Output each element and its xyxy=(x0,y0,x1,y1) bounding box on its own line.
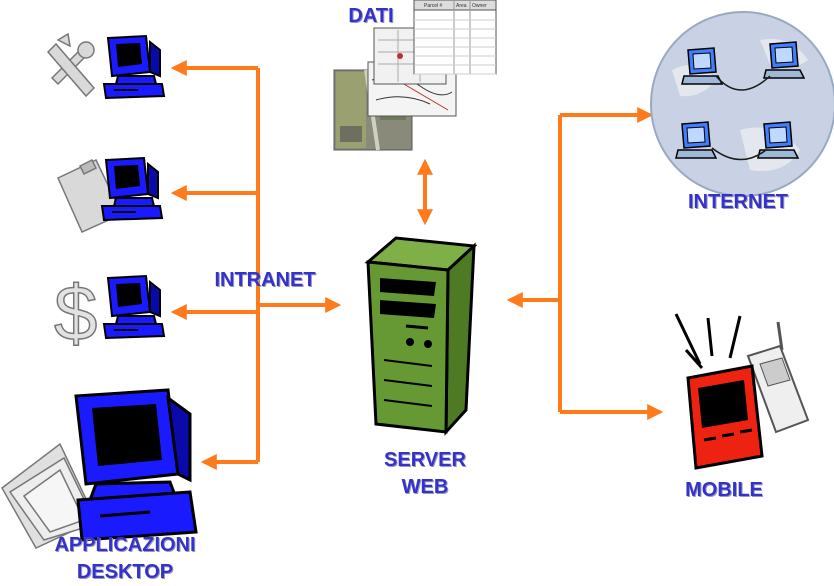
wrench-screwdriver-icon xyxy=(46,32,96,98)
clipboard-workstation xyxy=(57,157,163,233)
label-internet: INTERNET xyxy=(688,191,788,213)
tools-workstation xyxy=(46,32,165,99)
data-table: Parcel # Area Owner xyxy=(413,0,497,75)
data-images: Parcel # Area Owner xyxy=(333,0,497,151)
server-tower-icon xyxy=(364,236,478,436)
label-intranet: INTRANET xyxy=(214,269,316,291)
svg-text:$: $ xyxy=(54,269,97,357)
label-dati: DATI xyxy=(348,5,394,27)
computer-icon xyxy=(74,388,198,542)
table-header-parcel: Parcel # xyxy=(424,3,443,9)
globe-network-icon xyxy=(650,11,834,197)
connector-lines xyxy=(170,60,664,470)
table-header-area: Area xyxy=(456,3,467,9)
label-desktop-line1: APPLICAZIONI xyxy=(54,534,196,556)
mobile-phone-icon xyxy=(746,321,810,434)
documents-icon xyxy=(1,442,98,549)
label-server-line2: WEB xyxy=(401,476,449,498)
pda-icon xyxy=(674,313,764,470)
dollar-sign-icon: $ xyxy=(53,268,98,358)
label-server-line1: SERVER xyxy=(384,449,466,471)
dollar-workstation: $ xyxy=(53,268,165,358)
table-header-owner: Owner xyxy=(472,3,487,9)
desktop-workstation xyxy=(1,388,198,549)
label-mobile: MOBILE xyxy=(685,479,763,501)
label-desktop-line2: DESKTOP xyxy=(76,561,174,583)
